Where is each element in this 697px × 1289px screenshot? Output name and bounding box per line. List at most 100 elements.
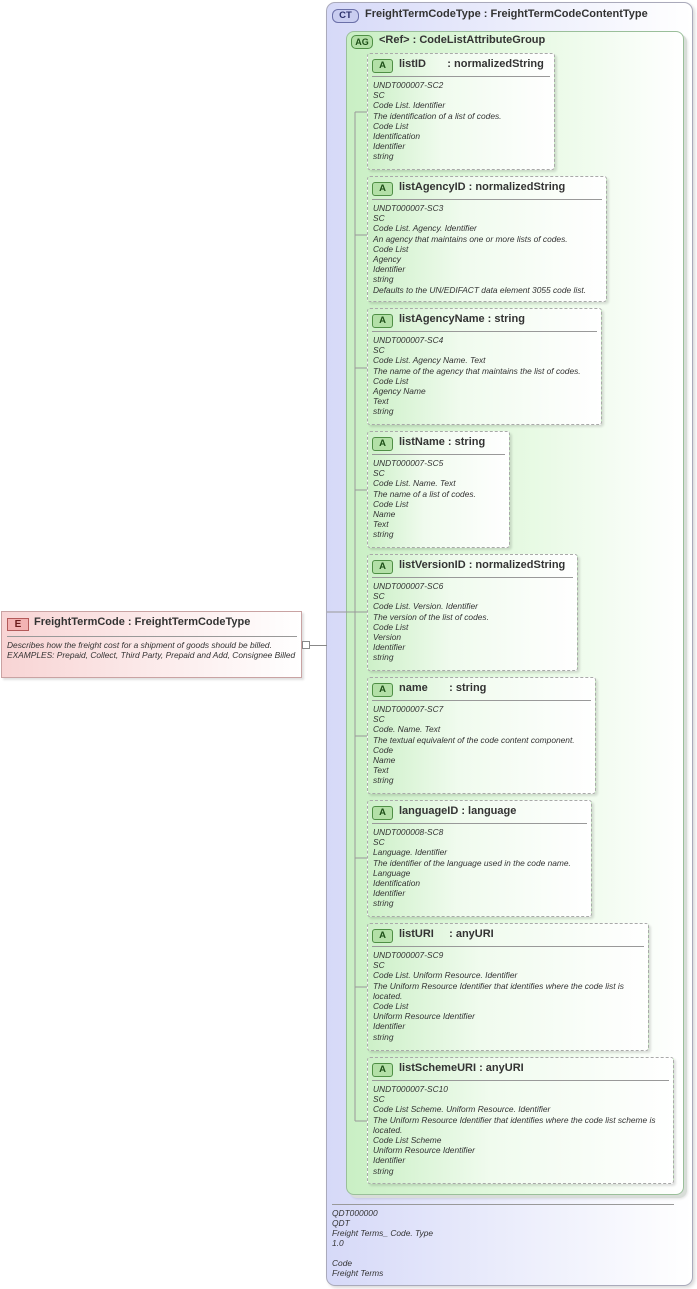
attribute-detail-line: Uniform Resource Identifier [373,1011,475,1022]
element-box[interactable]: E FreightTermCode : FreightTermCodeType … [1,611,302,678]
attribute-detail-line: The version of the list of codes. [373,611,489,622]
attribute-detail-line: SC [373,837,385,848]
complex-type-title: FreightTermCodeType : FreightTermCodeCon… [365,8,648,20]
attribute-detail-line: string [373,652,394,663]
attribute-detail-line: UNDT000007-SC3 [373,203,444,213]
attribute-detail-line: UNDT000007-SC7 [373,704,444,714]
attribute-detail-line: Code List [373,243,409,254]
attribute-badge: A [372,182,393,196]
attribute-detail-line: UNDT000007-SC6 [373,581,444,591]
attribute-detail-line: Code List. Identifier [373,100,446,111]
attribute-detail-line: Text [373,519,389,530]
attribute-language-id[interactable]: A languageID : language UNDT000008-SC8 S… [367,800,592,917]
attribute-detail-line: SC [373,90,385,101]
attribute-detail-line: SC [373,213,385,224]
attribute-list-agency-name[interactable]: A listAgencyName : string UNDT000007-SC4… [367,308,602,425]
attribute-title: listID : normalizedString [399,58,544,70]
attribute-detail-line: string [373,406,394,417]
ct-desc-line: QDT [332,1218,350,1228]
complex-type-separator [332,1204,674,1205]
element-connector-line [310,645,327,646]
attribute-detail-line: Name [373,509,396,520]
attribute-detail-line: UNDT000008-SC8 [373,827,444,837]
attribute-detail-line: The name of a list of codes. [373,488,476,499]
attribute-detail-line: Code List [373,120,409,131]
attribute-list-name[interactable]: A listName : string UNDT000007-SC5 SC Co… [367,431,510,548]
ct-desc-line: QDT000000 [332,1208,378,1218]
attribute-detail-line: UNDT000007-SC10 [373,1084,448,1094]
attribute-list-id[interactable]: A listID : normalizedString UNDT000007-S… [367,53,555,170]
attribute-separator [372,331,597,332]
ct-desc-line: 1.0 [332,1238,344,1248]
attribute-detail-line: Identification [373,878,421,889]
attribute-separator [372,577,573,578]
attribute-detail-line: string [373,1031,394,1042]
attribute-detail-line: Identification [373,131,421,142]
attribute-separator [372,1080,669,1081]
attribute-title: name : string [399,682,487,694]
attribute-details: UNDT000007-SC4 SC Code List. Agency Name… [373,335,597,417]
attribute-separator [372,700,591,701]
attribute-detail-line: SC [373,714,385,725]
sequence-connector-icon[interactable] [302,641,310,649]
attribute-detail-line: The identifier of the language used in t… [373,857,571,868]
ct-desc-line: Freight Terms_ Code. Type [332,1228,434,1238]
attribute-detail-line: Code List Scheme [373,1135,442,1146]
attribute-badge: A [372,314,393,328]
attribute-badge: A [372,1063,393,1077]
element-title: FreightTermCode : FreightTermCodeType [34,616,251,628]
attribute-list-scheme-uri[interactable]: A listSchemeURI : anyURI UNDT000007-SC10… [367,1057,674,1184]
attribute-detail-line: UNDT000007-SC2 [373,80,444,90]
attribute-detail-line: Code List [373,621,409,632]
attribute-details: UNDT000008-SC8 SC Language. Identifier T… [373,827,587,909]
attribute-detail-line: Code List [373,375,409,386]
attribute-separator [372,454,505,455]
attribute-title: listAgencyID : normalizedString [399,181,566,193]
attribute-detail-line: UNDT000007-SC4 [373,335,444,345]
attribute-detail-line: Code. Name. Text [373,724,441,735]
attribute-detail-line: Code List. Name. Text [373,478,456,489]
attribute-title: listSchemeURI : anyURI [399,1062,524,1074]
attribute-detail-line: string [373,151,394,162]
attribute-name[interactable]: A name : string UNDT000007-SC7 SC Code. … [367,677,596,794]
attribute-detail-line: An agency that maintains one or more lis… [373,233,568,244]
attribute-detail-line: SC [373,960,385,971]
attribute-separator [372,823,587,824]
attribute-detail-line: string [373,529,394,540]
attribute-list-uri[interactable]: A listURI : anyURI UNDT000007-SC9 SC Cod… [367,923,649,1051]
attribute-list-version-id[interactable]: A listVersionID : normalizedString UNDT0… [367,554,578,671]
attribute-badge: A [372,929,393,943]
attribute-detail-line: Code List. Version. Identifier [373,601,478,612]
attribute-detail-line: string [373,898,394,909]
attribute-detail-line: Code List. Agency. Identifier [373,223,477,234]
attribute-separator [372,199,602,200]
attribute-title: languageID : language [399,805,517,817]
complex-type-badge: CT [332,9,359,23]
attribute-detail-line: Identifier [373,642,406,653]
attribute-details: UNDT000007-SC10 SC Code List Scheme. Uni… [373,1084,669,1176]
ct-desc-line [332,1248,433,1258]
attribute-detail-line: The name of the agency that maintains th… [373,365,581,376]
attribute-badge: A [372,806,393,820]
attribute-detail-line: Version [373,632,402,643]
attribute-detail-line: The Uniform Resource Identifier that ide… [373,1114,656,1135]
attribute-detail-line: Uniform Resource Identifier [373,1145,475,1156]
attribute-detail-line: Code [373,744,394,755]
attribute-details: UNDT000007-SC3 SC Code List. Agency. Ide… [373,203,602,295]
attribute-detail-line: Code List [373,498,409,509]
element-description: Describes how the freight cost for a shi… [7,640,296,660]
ct-desc-line: Freight Terms [332,1268,384,1278]
attribute-detail-line: The identification of a list of codes. [373,110,502,121]
attribute-badge: A [372,437,393,451]
attribute-detail-line: Defaults to the UN/EDIFACT data element … [373,284,587,295]
attribute-detail-line: The textual equivalent of the code conte… [373,734,575,745]
attribute-group-title: <Ref> : CodeListAttributeGroup [379,34,546,46]
attribute-detail-line: Agency [373,254,401,265]
attribute-list-agency-id[interactable]: A listAgencyID : normalizedString UNDT00… [367,176,607,302]
attribute-badge: A [372,683,393,697]
attribute-title: listName : string [399,436,486,448]
attribute-detail-line: Code List. Agency Name. Text [373,355,486,366]
attribute-separator [372,76,550,77]
attribute-detail-line: Identifier [373,264,406,275]
attribute-title: listAgencyName : string [399,313,525,325]
